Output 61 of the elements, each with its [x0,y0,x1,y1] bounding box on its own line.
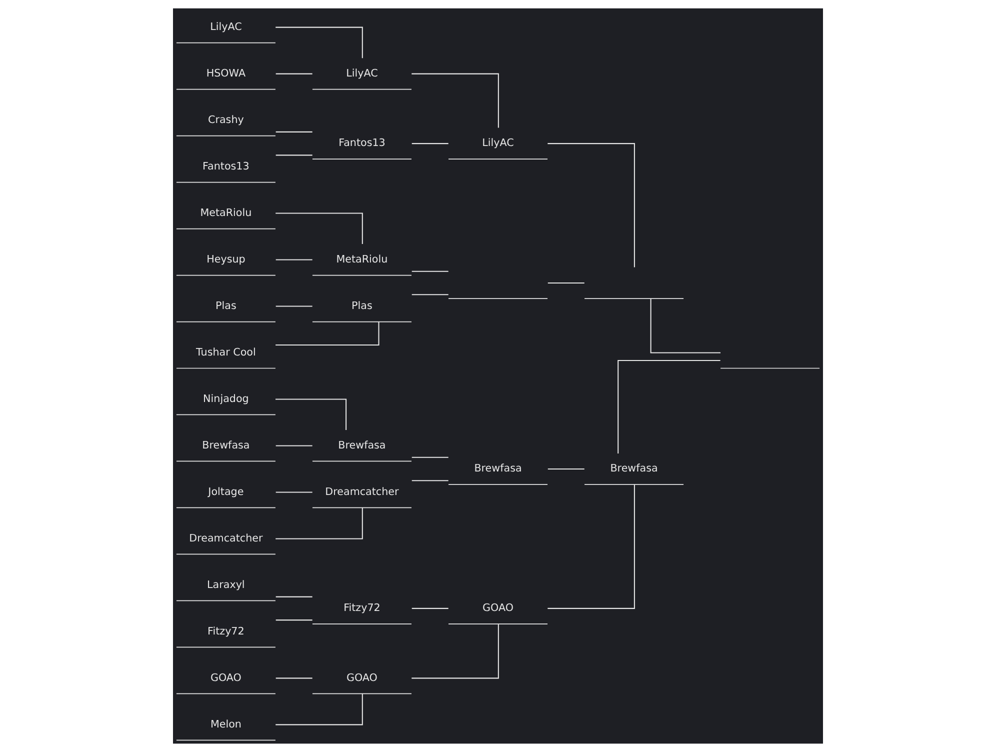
connector [548,143,635,268]
node-text: Plas [216,300,236,312]
node-text: Fantos13 [202,160,250,172]
node-text: GOAO [482,602,514,614]
node-text: GOAO [346,672,378,684]
connector [276,508,363,540]
connector [276,154,312,156]
node-text: Brewfasa [338,439,386,452]
node-text: Heysup [206,253,246,266]
node-text: Dreamcatcher [189,532,263,544]
node-text: HSOWA [206,67,246,80]
connector [412,456,448,458]
connector [276,322,380,346]
node-text: Joltage [208,486,244,498]
node-text: Plas [352,300,372,312]
node-text: Laraxyl [207,578,245,591]
connector [276,306,312,307]
node-text: Tushar Cool [196,346,256,358]
connector [412,608,448,609]
node-text: Crashy [208,114,244,126]
node-text: GOAO [210,672,242,684]
connector [548,468,584,470]
connector [618,360,720,454]
node-text: MetaRiolu [336,253,388,266]
connector [276,212,363,244]
node-text: Brewfasa [610,462,658,475]
node-text: Fitzy72 [344,602,380,614]
connector [650,298,721,354]
node-text: Ninjadog [203,392,249,405]
connector [412,624,499,679]
node-bar [448,298,548,299]
node-text: LilyAC [210,20,242,33]
node-text: Melon [210,718,242,730]
connector [412,73,499,128]
node-text: Brewfasa [474,462,522,475]
connector [412,480,448,482]
node-text: MetaRiolu [200,206,252,219]
node-text: Brewfasa [202,439,250,452]
connector [276,492,312,493]
connector [548,484,635,609]
connector [276,596,312,598]
connector [412,294,448,296]
node-bar [720,368,820,369]
connector [276,445,312,446]
node-text: LilyAC [346,67,378,80]
connector [276,73,312,74]
node-text: Fitzy72 [208,625,244,638]
node-bar [584,298,684,299]
connector [276,620,312,621]
connector [412,270,448,272]
connector [276,26,363,58]
node-text: Dreamcatcher [325,486,399,498]
connector [276,259,312,260]
connector [276,131,312,132]
connector [276,398,347,430]
connector [548,282,584,284]
connector [276,694,363,726]
connector [412,143,448,144]
node-text: Fantos13 [338,137,386,150]
node-text: LilyAC [482,137,514,150]
connector [276,678,312,679]
